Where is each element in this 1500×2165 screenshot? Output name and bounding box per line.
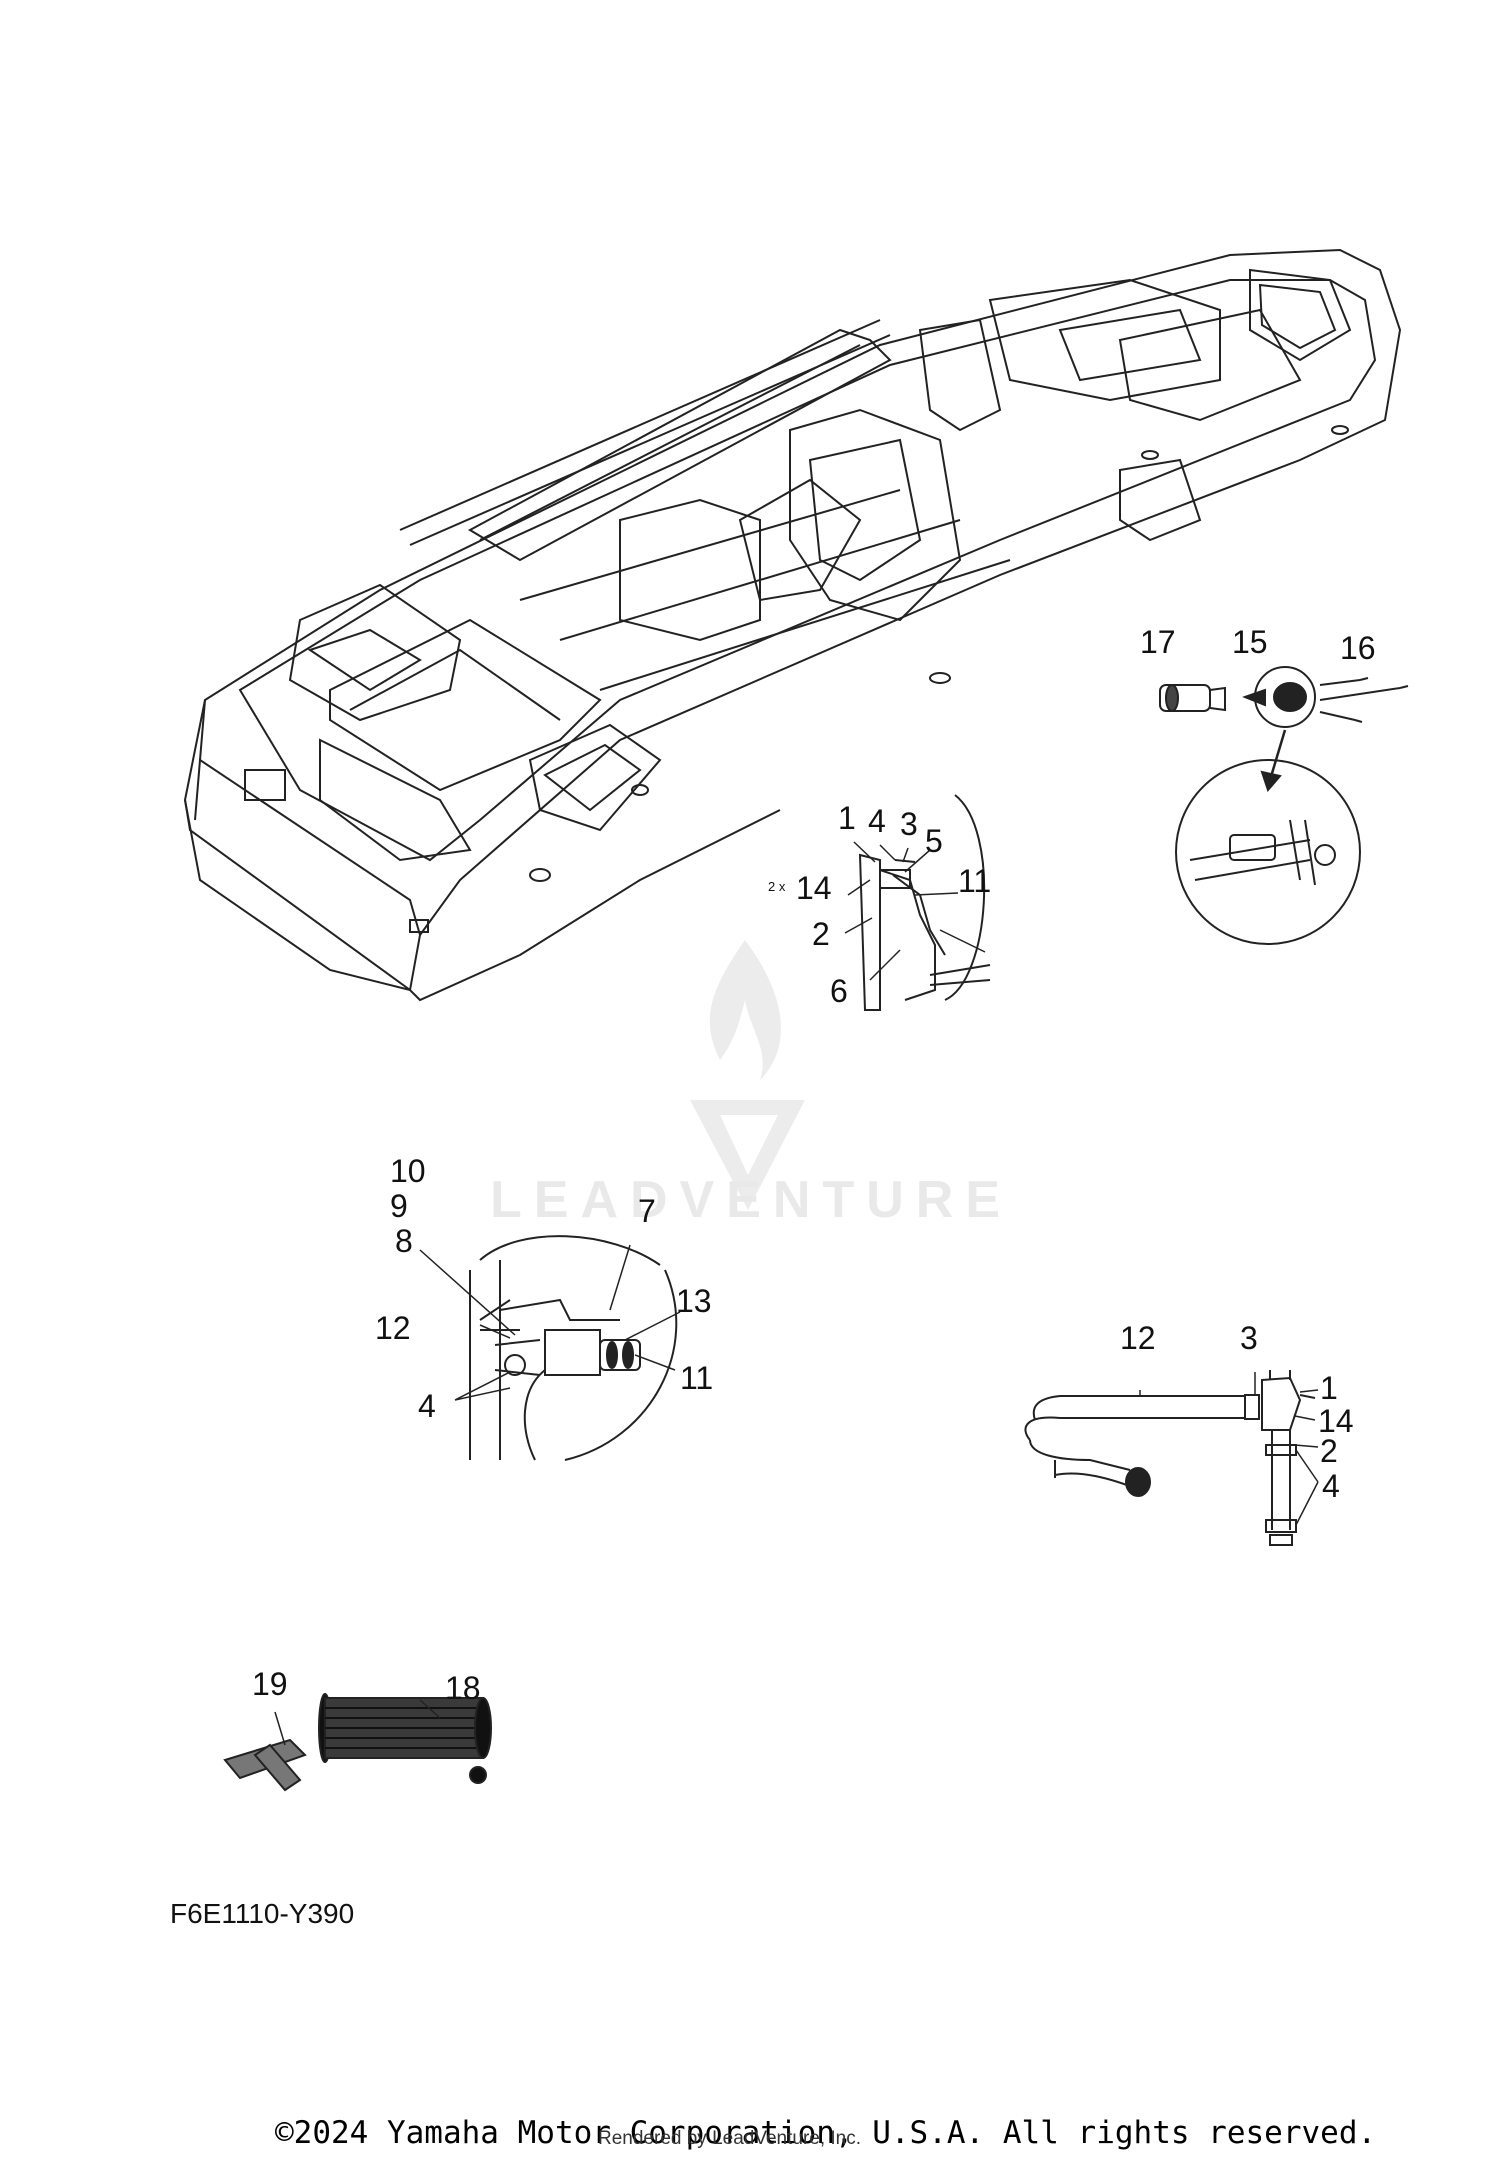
watermark-text: LEADVENTURE bbox=[490, 1171, 1013, 1229]
callout-c-1: 1 bbox=[1320, 1370, 1338, 1406]
callout-a-2: 2 bbox=[812, 916, 830, 952]
callout-a-1: 1 bbox=[838, 800, 856, 836]
callout-b-4: 4 bbox=[418, 1388, 436, 1424]
callout-c-14: 14 bbox=[1318, 1403, 1354, 1439]
boat-hull bbox=[183, 248, 1402, 1002]
callout-17: 17 bbox=[1140, 624, 1176, 660]
copyright-notice: ©2024 Yamaha Motor Corporation, U.S.A. A… bbox=[275, 2115, 1377, 2151]
rendered-by-notice: Rendered by LeadVenture, Inc. bbox=[598, 2128, 862, 2149]
callout-c-3: 3 bbox=[1240, 1320, 1258, 1356]
outlet-detail bbox=[469, 1235, 678, 1461]
callout-15: 15 bbox=[1232, 624, 1268, 660]
callout-a-14: 14 bbox=[796, 870, 832, 906]
callout-b-7: 7 bbox=[638, 1193, 656, 1229]
drain-hose-detail bbox=[858, 794, 991, 1011]
hose-assembly bbox=[1024, 1370, 1316, 1546]
callout-a-4: 4 bbox=[868, 803, 886, 839]
callout-16: 16 bbox=[1340, 630, 1376, 666]
callout-b-12: 12 bbox=[375, 1310, 411, 1346]
leader-lines bbox=[274, 841, 1319, 1746]
callout-b-13: 13 bbox=[676, 1283, 712, 1319]
watermark-logo bbox=[690, 940, 805, 1210]
callout-b-10: 10 bbox=[390, 1153, 426, 1189]
callout-d-19: 19 bbox=[252, 1666, 288, 1702]
callout-a-3: 3 bbox=[900, 806, 918, 842]
callout-a-6: 6 bbox=[830, 973, 848, 1009]
callout-b-11: 11 bbox=[680, 1360, 714, 1396]
coiled-hose bbox=[223, 1693, 492, 1792]
diagram-code: F6E1110-Y390 bbox=[170, 1898, 355, 1929]
fitting-assembly-top bbox=[1159, 666, 1409, 945]
callout-c-4: 4 bbox=[1322, 1468, 1340, 1504]
callout-b-8: 8 bbox=[395, 1223, 413, 1259]
callout-b-9: 9 bbox=[390, 1188, 408, 1224]
callout-a-11: 11 bbox=[958, 863, 992, 899]
callout-a-2x: 2 x bbox=[768, 879, 786, 894]
callout-d-18: 18 bbox=[445, 1670, 481, 1706]
callout-c-12: 12 bbox=[1120, 1320, 1156, 1356]
callout-a-5: 5 bbox=[925, 823, 943, 859]
callout-c-2: 2 bbox=[1320, 1433, 1338, 1469]
